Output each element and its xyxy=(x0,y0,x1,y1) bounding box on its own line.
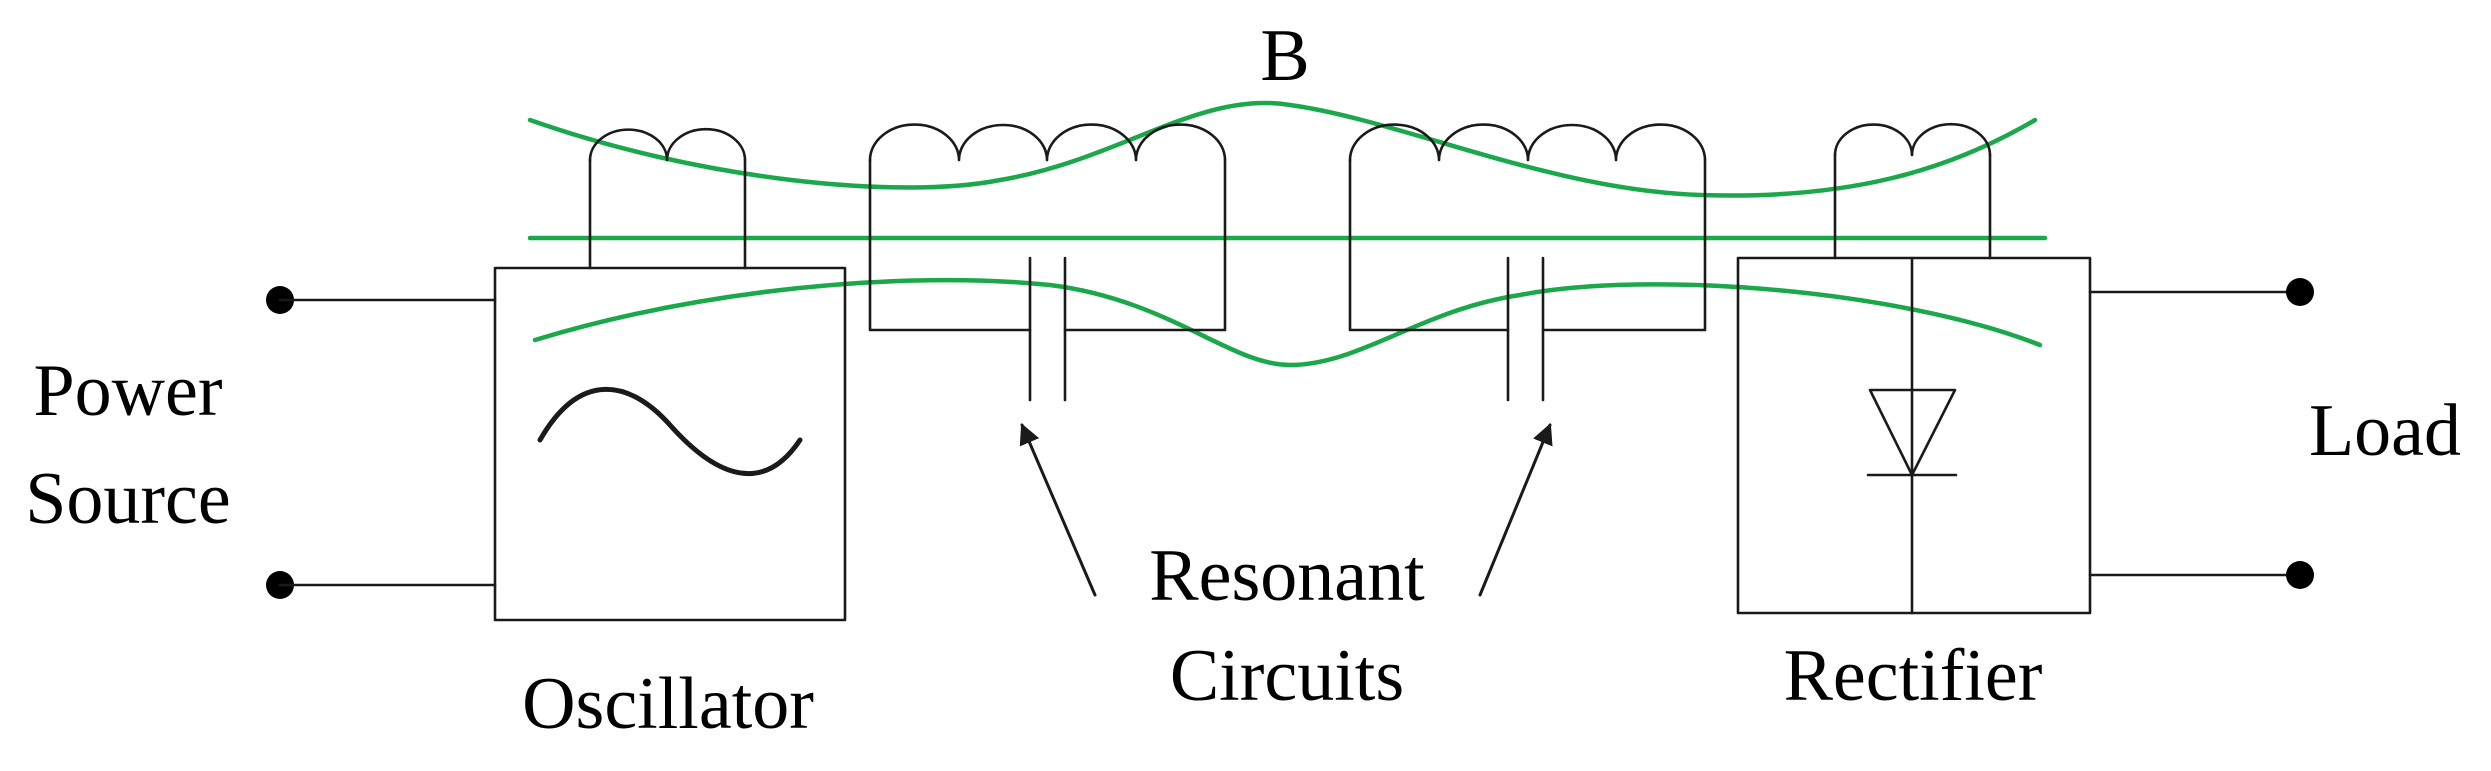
power-source-label-line1: Power xyxy=(33,350,222,432)
terminal-dot-icon xyxy=(2286,561,2314,589)
resonant-label-line2: Circuits xyxy=(1170,635,1404,717)
arrow-icon xyxy=(1019,423,1097,597)
load-label: Load xyxy=(2309,390,2461,472)
field-line-top xyxy=(527,100,2038,198)
coil-icon xyxy=(868,123,1227,162)
capacitor-icon xyxy=(1506,256,1545,402)
power-source-label-line2: Source xyxy=(25,458,231,540)
coil-icon xyxy=(588,127,747,162)
field-label: B xyxy=(1260,15,1309,97)
resonant-circuit-1 xyxy=(868,123,1227,402)
magnetic-field-lines xyxy=(527,100,2048,368)
load-terminals xyxy=(2088,278,2314,589)
resonant-circuit-2 xyxy=(1348,123,1707,402)
field-line-bottom xyxy=(532,277,2043,368)
rectifier-block xyxy=(1736,122,2092,615)
arrow-icon xyxy=(1478,423,1553,597)
oscillator-label: Oscillator xyxy=(522,663,814,745)
oscillator-block xyxy=(493,127,847,622)
capacitor-icon xyxy=(1028,256,1067,402)
coil-icon xyxy=(1348,123,1707,162)
rectifier-label: Rectifier xyxy=(1784,635,2043,717)
diode-icon xyxy=(1866,388,1958,477)
ac-source-icon xyxy=(537,386,803,476)
coil-icon xyxy=(1833,122,1992,157)
terminal-dot-icon xyxy=(2286,278,2314,306)
power-source-terminals xyxy=(266,286,497,599)
resonant-arrows xyxy=(1019,423,1553,597)
resonant-label-line1: Resonant xyxy=(1149,535,1425,617)
